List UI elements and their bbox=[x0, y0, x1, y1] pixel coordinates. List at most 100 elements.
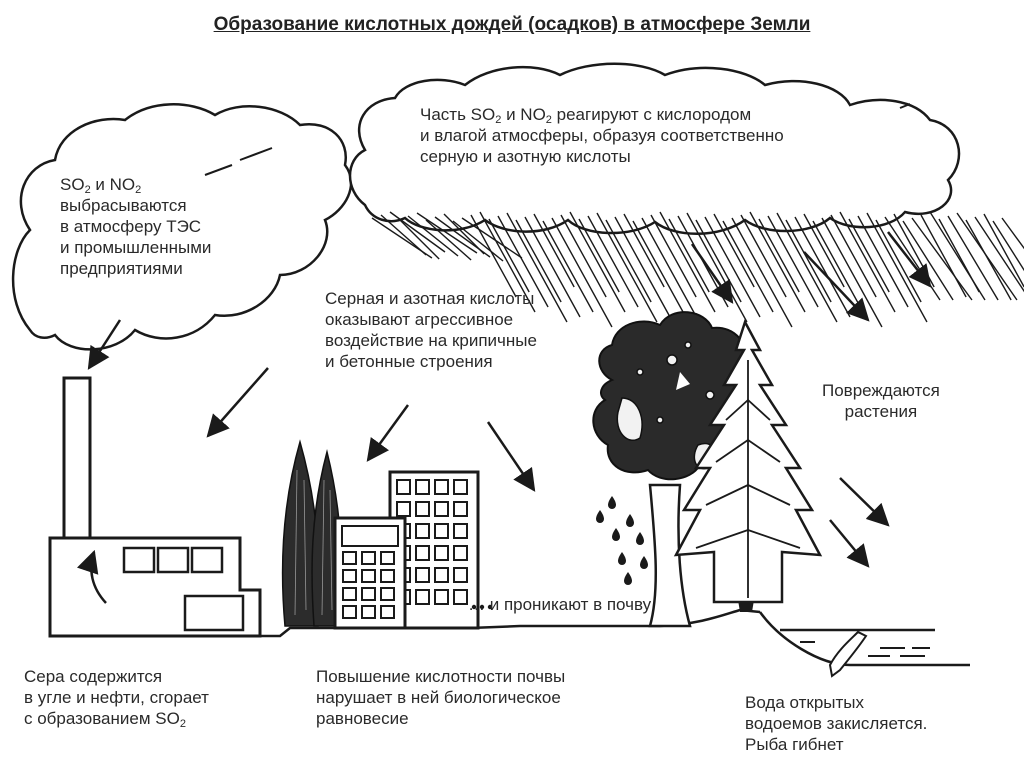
rain-streak bbox=[452, 220, 504, 262]
rain-streak bbox=[488, 218, 530, 293]
soil-line-1: Повышение кислотности почвы bbox=[316, 667, 566, 686]
ellipsis-dot bbox=[479, 604, 485, 610]
emission-sub-1: 2 bbox=[84, 184, 91, 196]
building-window bbox=[434, 589, 449, 605]
building-window bbox=[342, 551, 357, 565]
soil-label: Повышение кислотности почвы нарушает в н… bbox=[316, 666, 565, 729]
rain-streak bbox=[623, 213, 665, 288]
rain-streak bbox=[794, 216, 851, 318]
rain-streak bbox=[803, 213, 845, 288]
arrow-icon bbox=[87, 231, 932, 568]
combustion-arrow-icon bbox=[76, 549, 107, 604]
rain-streak bbox=[641, 217, 703, 328]
rain-streak bbox=[479, 211, 536, 313]
building-window bbox=[396, 479, 411, 495]
sulfur-text-a: с образованием SO bbox=[24, 709, 180, 728]
building-window bbox=[453, 545, 468, 561]
fish-icon bbox=[828, 630, 868, 678]
droplet-icon bbox=[612, 528, 620, 541]
rain-streak bbox=[776, 212, 838, 323]
building-window bbox=[396, 501, 411, 517]
building-window bbox=[342, 569, 357, 583]
rain-streak bbox=[830, 214, 877, 298]
plants-line-1: Повреждаются bbox=[822, 381, 940, 400]
building-window bbox=[453, 589, 468, 605]
rain-streak bbox=[524, 216, 581, 318]
rain-streak bbox=[686, 212, 748, 323]
right-cloud-icon bbox=[348, 62, 961, 235]
rain-streak bbox=[542, 220, 594, 313]
rain-streak bbox=[398, 218, 440, 260]
rain-streak bbox=[416, 212, 478, 254]
reaction-text-b: и NO bbox=[501, 105, 546, 124]
rain-streak bbox=[902, 220, 954, 301]
building-window bbox=[342, 605, 357, 619]
rain-icon bbox=[371, 211, 1024, 328]
building-window bbox=[434, 523, 449, 539]
rain-streak bbox=[740, 214, 787, 298]
chimney-icon bbox=[62, 376, 92, 540]
droplet-icon bbox=[640, 556, 648, 569]
cypress-texture bbox=[294, 469, 333, 616]
emission-line-5: предприятиями bbox=[60, 259, 183, 278]
rain-streak bbox=[380, 214, 427, 256]
rain-streak bbox=[533, 213, 575, 288]
rain-streak bbox=[668, 218, 710, 293]
building-window bbox=[361, 551, 376, 565]
rain-streak bbox=[731, 217, 793, 328]
rain-streak bbox=[947, 215, 999, 301]
building-window bbox=[415, 567, 430, 583]
buildings-line-3: воздействие на крипичные bbox=[325, 331, 537, 350]
soil-penetration-label: … и проникают в почву bbox=[468, 595, 652, 614]
building-window bbox=[380, 605, 395, 619]
rain-streak bbox=[839, 211, 896, 313]
rain-streak bbox=[407, 215, 459, 257]
rain-streak bbox=[425, 219, 472, 261]
factory-icon bbox=[48, 376, 262, 638]
rain-streak bbox=[506, 212, 568, 323]
water-line-3: Рыба гибнет bbox=[745, 735, 844, 754]
emission-sub-2: 2 bbox=[135, 184, 142, 196]
droplet-icon bbox=[624, 572, 632, 585]
building-window bbox=[361, 587, 376, 601]
building-window bbox=[453, 567, 468, 583]
rain-streak bbox=[722, 220, 774, 313]
rain-streak bbox=[614, 216, 671, 318]
buildings-line-1: Серная и азотная кислоты bbox=[325, 289, 535, 308]
building-window bbox=[434, 567, 449, 583]
building-window bbox=[342, 587, 357, 601]
reaction-sub-1: 2 bbox=[495, 114, 502, 126]
plants-line-2: растения bbox=[844, 402, 918, 421]
soil-line-3: равновесие bbox=[316, 709, 409, 728]
pond-icon bbox=[758, 611, 970, 667]
rain-streak bbox=[821, 217, 883, 328]
rain-streak bbox=[497, 215, 549, 308]
rain-streak bbox=[515, 219, 562, 303]
emission-line-4: и промышленными bbox=[60, 238, 212, 257]
buildings-line-4: и бетонные строения bbox=[325, 352, 493, 371]
rain-streak bbox=[920, 214, 967, 298]
emission-text-b: и NO bbox=[90, 175, 136, 194]
building-window bbox=[415, 589, 430, 605]
sulfur-sub: 2 bbox=[179, 718, 186, 730]
rain-streak bbox=[596, 212, 658, 323]
rain-streak bbox=[812, 220, 864, 313]
fir-icon bbox=[673, 318, 823, 612]
rain-streak bbox=[389, 211, 446, 253]
rain-streak bbox=[749, 211, 806, 313]
cloud-streak-icon bbox=[204, 103, 911, 176]
reaction-line-3: серную и азотную кислоты bbox=[420, 147, 631, 166]
water-line-1: Вода открытых bbox=[745, 693, 864, 712]
emission-label: SO2 и NO2 выбрасываются в атмосферу ТЭС … bbox=[60, 174, 211, 279]
rain-streak bbox=[560, 214, 607, 298]
rain-streak bbox=[911, 217, 973, 301]
building-window bbox=[380, 569, 395, 583]
rain-streak bbox=[713, 213, 755, 288]
building-window bbox=[361, 569, 376, 583]
rain-streak bbox=[605, 219, 652, 303]
reaction-text-c: реагируют с кислородом bbox=[551, 105, 752, 124]
rain-streak bbox=[875, 219, 922, 303]
building-window bbox=[453, 523, 468, 539]
rain-streak bbox=[1001, 217, 1024, 250]
